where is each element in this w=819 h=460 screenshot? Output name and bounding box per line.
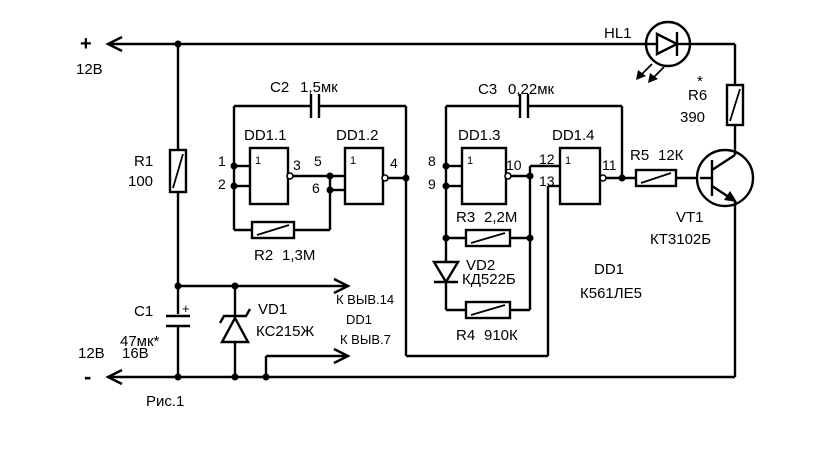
minus-voltage-label: 12В <box>78 345 105 362</box>
pin-3: 3 <box>293 157 301 173</box>
pin-4: 4 <box>390 155 398 171</box>
figure-caption: Рис.1 <box>146 393 184 410</box>
c2-ref: C2 <box>270 79 289 96</box>
vd1-part: КС215Ж <box>256 323 314 340</box>
note-chip: DD1 <box>346 312 372 327</box>
pin-2: 2 <box>218 176 226 192</box>
transistor-vt1 <box>695 125 755 208</box>
r2-ref: R2 <box>254 247 273 264</box>
gate-dd1-3-ref: DD1.3 <box>458 127 501 144</box>
minus-sign: - <box>84 364 91 389</box>
pin-12: 12 <box>539 151 555 167</box>
resistor-r3 <box>464 228 512 248</box>
gate-dd1-1-symbol: 1 <box>255 155 261 167</box>
positive-rail <box>105 35 737 85</box>
note-pin14: К ВЫВ.14 <box>336 292 394 307</box>
vt1-ref: VT1 <box>676 209 704 226</box>
resistor-r6 <box>725 83 745 127</box>
r6-mark: * <box>697 73 703 90</box>
gate-dd1-1: 1 <box>248 146 294 206</box>
pin-5: 5 <box>314 153 322 169</box>
pin-10: 10 <box>506 157 522 173</box>
gate-dd1-3: 1 <box>460 146 512 206</box>
vt1-part: КТ3102Б <box>650 231 711 248</box>
gate-dd1-1-ref: DD1.1 <box>244 127 287 144</box>
r3-ref: R3 <box>456 209 475 226</box>
diode-vd2 <box>431 260 461 285</box>
capacitor-c2 <box>309 94 321 118</box>
dd1-ref: DD1 <box>594 261 624 278</box>
vd2-ref: VD2 <box>466 257 495 274</box>
pin-6: 6 <box>312 180 320 196</box>
pin-9: 9 <box>428 176 436 192</box>
resistor-r1 <box>168 44 188 314</box>
r4-value: 910К <box>484 327 518 344</box>
pin-1: 1 <box>218 153 226 169</box>
r4-ref: R4 <box>456 327 475 344</box>
r3-value: 2,2М <box>484 209 517 226</box>
gate-dd1-3-symbol: 1 <box>467 155 473 167</box>
r1-value: 100 <box>128 173 153 190</box>
osc1-wiring <box>232 104 548 358</box>
c1-value: 47мк* <box>120 333 160 350</box>
capacitor-c3 <box>518 94 530 118</box>
gate-dd1-4: 1 <box>558 146 607 206</box>
gate-dd1-2: 1 <box>343 146 389 206</box>
r5-ref: R5 <box>630 147 649 164</box>
capacitor-c1 <box>166 314 190 377</box>
supply-arrow-pin7 <box>264 347 351 377</box>
r2-value: 1,3М <box>282 247 315 264</box>
negative-rail <box>105 205 737 386</box>
vd2-part: КД522Б <box>462 271 516 288</box>
c1-polarity: + <box>182 301 190 316</box>
vd1-ref: VD1 <box>258 301 287 318</box>
resistor-r4 <box>464 300 512 320</box>
pin-11: 11 <box>602 157 617 173</box>
zener-vd1 <box>178 284 252 377</box>
c1-ref: C1 <box>134 303 153 320</box>
supply-arrow-pin14 <box>235 277 351 295</box>
gate-dd1-4-symbol: 1 <box>565 155 571 167</box>
hl1-ref: HL1 <box>604 25 632 42</box>
r6-value: 390 <box>680 109 705 126</box>
c1-voltage: 16В <box>122 345 149 362</box>
c3-ref: C3 <box>478 81 497 98</box>
plus-voltage-label: 12В <box>76 61 103 78</box>
r1-ref: R1 <box>134 153 153 170</box>
dd1-part: К561ЛЕ5 <box>580 285 642 302</box>
r6-ref: R6 <box>688 87 707 104</box>
gate-dd1-2-ref: DD1.2 <box>336 127 379 144</box>
plus-sign: + <box>80 33 92 55</box>
gate-dd1-2-symbol: 1 <box>350 155 356 167</box>
pin-8: 8 <box>428 153 436 169</box>
note-pin7: К ВЫВ.7 <box>340 332 391 347</box>
led-hl1 <box>636 20 693 83</box>
resistor-r5 <box>634 168 700 188</box>
c2-value: 1,5мк <box>300 79 338 96</box>
r5-value: 12К <box>658 147 684 164</box>
c3-value: 0,22мк <box>508 81 555 98</box>
junction-dots <box>174 40 626 381</box>
gate-dd1-4-ref: DD1.4 <box>552 127 595 144</box>
resistor-r2 <box>250 220 296 240</box>
